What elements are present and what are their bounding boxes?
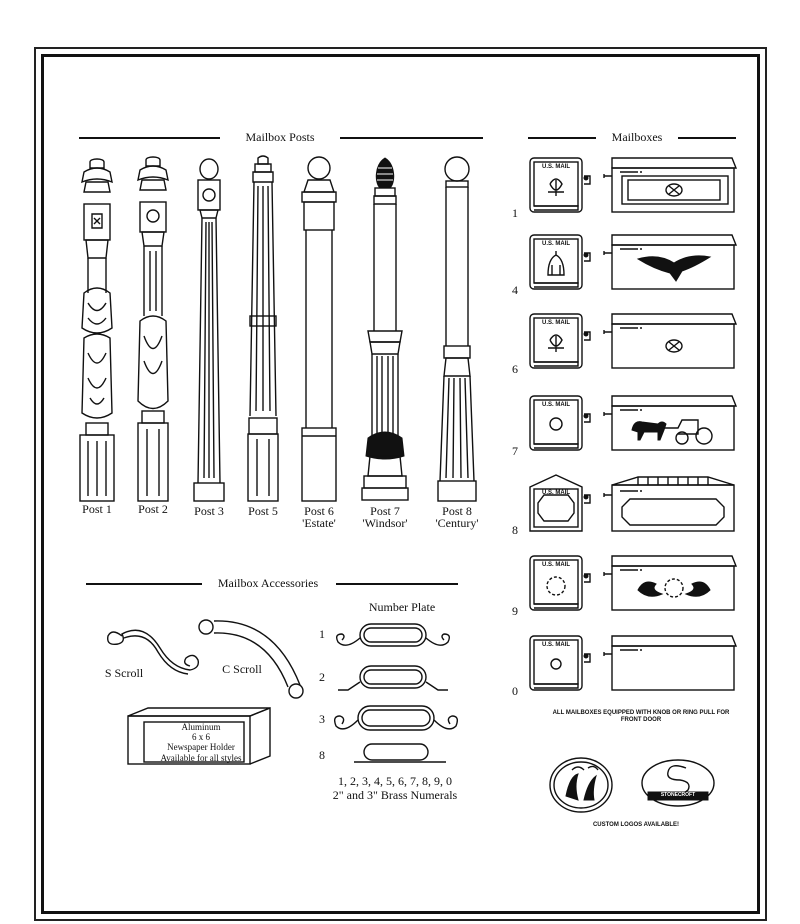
mailbox-9-front (529, 555, 591, 611)
number-plate-title: Number Plate (368, 600, 436, 614)
holder-line-4: Available for all styles (160, 753, 242, 763)
plate-2-number: 2 (319, 670, 325, 684)
mailbox-1-front-label: U.S. MAIL (542, 164, 570, 170)
mailbox-6-front-label: U.S. MAIL (542, 320, 570, 326)
outer-frame (34, 47, 767, 921)
posts-title: Mailbox Posts (245, 130, 315, 144)
mailbox-4-front-label: U.S. MAIL (542, 241, 570, 247)
mailbox-8-front-label: U.S. MAIL (542, 490, 570, 496)
custom-logos-note: CUSTOM LOGOS AVAILABLE! (592, 822, 680, 828)
mailbox-8-front (529, 474, 591, 532)
mailbox-4-side (603, 234, 738, 290)
holder-line-1: Aluminum (181, 722, 221, 732)
s-scroll-label: S Scroll (104, 666, 144, 680)
c-scroll-drawing (198, 619, 304, 699)
mailbox-7-front-label: U.S. MAIL (542, 402, 570, 408)
post-6-drawing (301, 156, 337, 502)
number-plate-3 (333, 705, 459, 731)
mailboxes-title: Mailboxes (611, 130, 663, 144)
number-plate-2 (338, 665, 448, 691)
mailbox-8-side (603, 476, 735, 532)
post-8-sublabel: 'Century' (435, 516, 479, 530)
mailbox-1-number: 1 (512, 206, 518, 220)
mailbox-0-front (529, 635, 591, 691)
post-2-drawing (137, 156, 169, 502)
mailbox-1-side (603, 157, 738, 213)
posts-rule-right (340, 137, 483, 139)
mailbox-6-number: 6 (512, 362, 518, 376)
mailbox-7-number: 7 (512, 444, 518, 458)
mailbox-7-side (603, 395, 738, 451)
post-1-label: Post 1 (82, 502, 112, 516)
mailboxes-rule-right (678, 137, 736, 139)
plate-8-number: 8 (319, 748, 325, 762)
accessories-rule-left (86, 583, 202, 585)
holder-line-2: 6 x 6 (192, 732, 210, 742)
newspaper-holder-drawing (127, 706, 271, 765)
numerals-line-2: 2" and 3" Brass Numerals (332, 788, 458, 802)
posts-rule-left (79, 137, 220, 139)
post-3-drawing (193, 158, 225, 502)
post-7-label: Post 7 (370, 504, 400, 518)
mailbox-6-front (529, 313, 591, 369)
mailbox-8-number: 8 (512, 523, 518, 537)
stonecroft-logo (641, 759, 715, 807)
mailbox-9-front-label: U.S. MAIL (542, 562, 570, 568)
mailbox-6-side (603, 313, 738, 369)
post-8-drawing (437, 156, 477, 502)
c-scroll-label: C Scroll (222, 662, 262, 676)
accessories-title: Mailbox Accessories (217, 576, 319, 590)
mailbox-0-side (603, 635, 738, 691)
mailbox-4-number: 4 (512, 283, 518, 297)
plate-3-number: 3 (319, 712, 325, 726)
mailbox-1-front (529, 157, 591, 213)
post-6-label: Post 6 (304, 504, 334, 518)
mailbox-9-number: 9 (512, 604, 518, 618)
mailbox-9-side (603, 555, 738, 611)
inner-frame (41, 54, 760, 914)
post-8-label: Post 8 (442, 504, 472, 518)
s-scroll-drawing (107, 629, 200, 675)
mailboxes-rule-left (528, 137, 596, 139)
mailbox-4-front (529, 234, 591, 290)
mailbox-0-front-label: U.S. MAIL (542, 642, 570, 648)
post-7-sublabel: 'Windsor' (362, 516, 408, 530)
number-plate-8 (354, 743, 446, 763)
post-3-label: Post 3 (194, 504, 224, 518)
stonecroft-logo-text: STONECROFT (660, 792, 696, 798)
post-5-drawing (247, 155, 279, 502)
mailbox-0-number: 0 (512, 684, 518, 698)
post-1-drawing (79, 158, 115, 502)
accessories-rule-right (336, 583, 458, 585)
post-5-label: Post 5 (248, 504, 278, 518)
post-2-label: Post 2 (138, 502, 168, 516)
number-plate-1 (335, 623, 451, 647)
mailbox-7-front (529, 395, 591, 451)
post-6-sublabel: 'Estate' (302, 516, 336, 530)
numerals-line-1: 1, 2, 3, 4, 5, 6, 7, 8, 9, 0 (338, 774, 452, 788)
mailbox-note: ALL MAILBOXES EQUIPPED WITH KNOB OR RING… (552, 710, 730, 723)
holder-line-3: Newspaper Holder (167, 742, 235, 752)
plate-1-number: 1 (319, 627, 325, 641)
custom-logo-1 (549, 757, 613, 813)
post-7-drawing (361, 157, 409, 501)
